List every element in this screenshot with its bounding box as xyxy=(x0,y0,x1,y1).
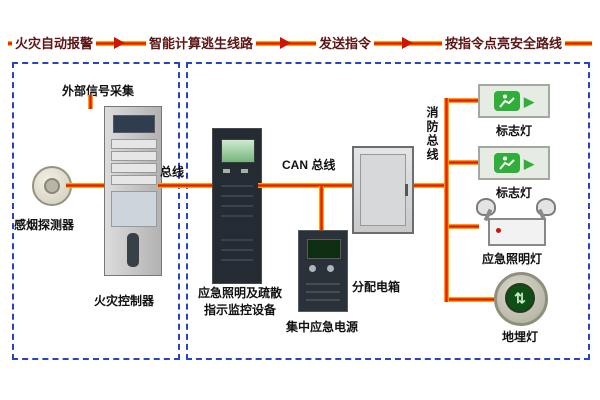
smoke-detector-device xyxy=(32,166,72,206)
distribution-box-door xyxy=(360,154,406,226)
lamp-base xyxy=(488,218,546,246)
fire-controller-cabinet xyxy=(104,106,162,276)
monitor-vent xyxy=(221,205,253,207)
can-bus-line-2 xyxy=(408,183,446,188)
external-signal-title: 外部信号采集 xyxy=(62,84,135,98)
eps-branch-line xyxy=(319,186,324,232)
updown-arrows-icon: ⇅ xyxy=(514,289,526,306)
smoke-detector-center xyxy=(44,178,60,194)
main-bus-line xyxy=(158,183,214,188)
controller-slot xyxy=(111,175,157,185)
flow-step-light-route: 按指令点亮安全路线 xyxy=(442,33,566,52)
exit-sign-device: ▶ xyxy=(478,84,550,118)
flow-step-fire-alarm: 火灾自动报警 xyxy=(12,33,97,52)
arrow-right-icon xyxy=(114,37,131,49)
controller-panel xyxy=(111,191,157,227)
monitor-button xyxy=(241,169,248,173)
emergency-light-label: 应急照明灯 xyxy=(482,252,543,266)
connector-line xyxy=(88,95,93,109)
branch-line-ground-lamp xyxy=(449,297,495,302)
branch-line-emergency-light xyxy=(449,224,479,229)
charge-led-icon xyxy=(496,228,501,233)
fire-bus-line xyxy=(444,98,449,302)
monitor-vent xyxy=(221,249,253,251)
eps-vent xyxy=(306,291,340,293)
can-bus-label: CAN 总线 xyxy=(282,158,336,172)
controller-screen xyxy=(113,115,155,133)
monitor-label-line2: 指示监控设备 xyxy=(204,303,277,317)
controller-slot xyxy=(111,151,157,161)
smoke-detector-label: 感烟探测器 xyxy=(14,218,75,232)
running-man-icon xyxy=(494,91,520,111)
monitor-screen xyxy=(221,139,255,163)
controller-slot xyxy=(111,163,157,173)
eps-display xyxy=(307,239,341,259)
ground-lamp-lens: ⇅ xyxy=(505,283,535,313)
branch-line-sign2 xyxy=(449,160,479,165)
exit-arrow-icon: ▶ xyxy=(524,93,534,109)
ground-lamp-label: 地埋灯 xyxy=(502,330,539,344)
running-man-icon xyxy=(494,153,520,173)
sign1-label: 标志灯 xyxy=(496,124,533,138)
ground-lamp-device: ⇅ xyxy=(494,272,548,326)
monitor-cabinet-device xyxy=(212,128,262,284)
controller-slot xyxy=(111,139,157,149)
emergency-lighting-group-box xyxy=(186,62,590,360)
eps-vent xyxy=(306,299,340,301)
flow-line xyxy=(8,41,592,46)
eps-device xyxy=(298,230,348,312)
distribution-box-device xyxy=(352,146,414,234)
controller-handset xyxy=(127,233,139,267)
twin-emergency-light-device xyxy=(474,198,556,246)
fire-alarm-group-box xyxy=(12,62,180,360)
eps-knob xyxy=(327,265,334,272)
branch-line-sign1 xyxy=(449,98,479,103)
monitor-button xyxy=(223,169,230,173)
flow-step-send-command: 发送指令 xyxy=(316,33,375,52)
eps-label: 集中应急电源 xyxy=(286,320,359,334)
can-bus-line xyxy=(258,183,354,188)
monitor-vent xyxy=(221,215,253,217)
monitor-vent xyxy=(221,239,253,241)
monitor-vent xyxy=(221,259,253,261)
sign2-label: 标志灯 xyxy=(496,186,533,200)
exit-arrow-icon: ▶ xyxy=(524,155,534,171)
distribution-box-handle xyxy=(405,184,408,196)
monitor-vent xyxy=(221,185,253,187)
exit-sign-device: ▶ xyxy=(478,146,550,180)
eps-knob xyxy=(309,265,316,272)
flow-step-calc-route: 智能计算逃生线路 xyxy=(146,33,257,52)
arrow-right-icon xyxy=(280,37,297,49)
monitor-label-line1: 应急照明及疏散 xyxy=(198,286,283,300)
eps-vent xyxy=(306,283,340,285)
main-bus-label: 总线 xyxy=(160,165,185,179)
fire-bus-label: 消防总线 xyxy=(425,106,439,162)
fire-controller-label: 火灾控制器 xyxy=(94,294,155,308)
distribution-box-label: 分配电箱 xyxy=(352,280,401,294)
detector-to-controller-line xyxy=(66,183,106,188)
arrow-right-icon xyxy=(402,37,419,49)
monitor-vent xyxy=(221,195,253,197)
